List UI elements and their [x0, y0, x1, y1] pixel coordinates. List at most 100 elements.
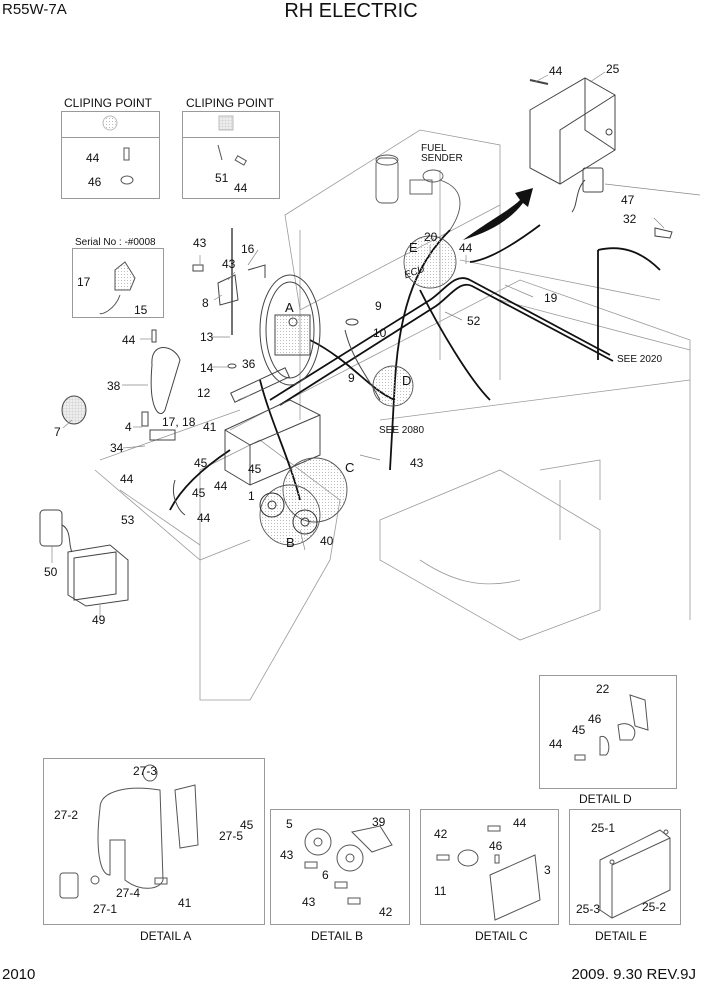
callout: 47 — [621, 193, 635, 207]
callout: 9 — [375, 299, 382, 313]
callout: 44 — [122, 333, 136, 347]
callout: 46 — [588, 712, 602, 726]
detail-circles — [259, 235, 457, 546]
detail-a-caption: DETAIL A — [140, 929, 192, 943]
callout: 41 — [203, 420, 217, 434]
callout: 44 — [459, 241, 473, 255]
detail-marker-a: A — [285, 300, 294, 315]
callout: 44 — [549, 64, 563, 78]
callout: 20 — [424, 230, 438, 244]
callout: 27-2 — [54, 808, 79, 822]
divider — [62, 137, 159, 138]
callout: 45 — [240, 818, 254, 832]
callout: 44 — [549, 737, 563, 751]
callout: 7 — [54, 425, 61, 439]
clipping-point-box-1 — [61, 111, 160, 199]
detail-d-box — [539, 675, 677, 789]
callout: 5 — [286, 817, 293, 831]
callout: 51 — [215, 171, 229, 185]
machine-frame-outline — [94, 129, 691, 701]
callout: 9 — [348, 371, 355, 385]
callout: 45 — [194, 456, 208, 470]
callout: 40 — [320, 534, 334, 548]
callout: 43 — [302, 895, 316, 909]
detail-b-drawing — [304, 825, 393, 905]
callout: 1 — [248, 489, 255, 503]
callout: 39 — [372, 815, 386, 829]
detail-marker-d: D — [402, 373, 412, 388]
callout: 44 — [234, 181, 248, 195]
see-2020-reference: SEE 2020 — [617, 354, 663, 365]
clip-drawings — [99, 115, 248, 315]
callout: 27-5 — [219, 829, 244, 843]
battery-drawing — [224, 367, 321, 486]
callout: 34 — [110, 441, 124, 455]
callout: 25-3 — [576, 902, 601, 916]
callout: 53 — [121, 513, 135, 527]
detail-c-box — [420, 809, 559, 925]
callout: 22 — [596, 682, 610, 696]
cover-25-drawing — [529, 77, 673, 239]
callout: 25-2 — [642, 900, 667, 914]
horn-drawing — [259, 492, 318, 535]
detail-marker-b: B — [286, 535, 295, 550]
callout: 11 — [434, 884, 447, 898]
callout: 25 — [606, 62, 620, 76]
callout: 36 — [242, 357, 256, 371]
callout: 15 — [134, 303, 148, 317]
callout: 52 — [467, 314, 481, 328]
callout: 38 — [107, 379, 121, 393]
callout: 43 — [222, 257, 236, 271]
page-title: RH ELECTRIC — [284, 0, 418, 22]
callout: 42 — [434, 827, 448, 841]
serial-box — [72, 248, 164, 318]
callout: 17, 18 — [162, 415, 196, 429]
callout: 16 — [241, 242, 255, 256]
callout: 49 — [92, 613, 106, 627]
hardware-drawing — [141, 228, 266, 516]
fuel-sender-label-2: SENDER — [421, 153, 463, 164]
detail-e-caption: DETAIL E — [595, 929, 648, 943]
detail-a-box — [43, 758, 265, 925]
model-number: R55W-7A — [2, 1, 67, 18]
washer-tank-drawing — [259, 274, 381, 401]
revision-date: 2009. 9.30 REV.9J — [571, 966, 696, 983]
callout: 50 — [44, 565, 58, 579]
detail-d-drawing — [574, 694, 649, 761]
callout: 19 — [544, 291, 558, 305]
callout: 45 — [192, 486, 206, 500]
callout: 27-3 — [133, 764, 158, 778]
callout: 44 — [86, 151, 100, 165]
callout: 44 — [513, 816, 527, 830]
callout: 25-1 — [591, 821, 616, 835]
callout: 44 — [197, 511, 211, 525]
detail-marker-e: E — [409, 240, 418, 255]
callout: 45 — [248, 462, 262, 476]
callout: 44 — [214, 479, 228, 493]
callout: 4 — [125, 420, 132, 434]
fuel-sender-drawing — [375, 154, 461, 231]
callout: 13 — [200, 330, 214, 344]
callout: 10 — [373, 326, 387, 340]
callout: 17 — [77, 275, 91, 289]
detail-c-drawing — [436, 825, 541, 921]
reflector-7-drawing — [61, 395, 87, 425]
callout: 8 — [202, 296, 209, 310]
callout: 27-4 — [116, 886, 141, 900]
page-number: 2010 — [2, 966, 36, 983]
clipping-point-title-1: CLIPING POINT — [64, 96, 153, 110]
direction-arrow — [463, 188, 533, 240]
callout: 41 — [178, 896, 192, 910]
callout: 12 — [197, 386, 211, 400]
fuel-sender-label-1: FUEL — [421, 143, 447, 154]
callout: 43 — [410, 456, 424, 470]
callout: 43 — [280, 848, 294, 862]
leader-lines — [51, 71, 701, 618]
divider — [183, 137, 279, 138]
detail-b-caption: DETAIL B — [311, 929, 364, 943]
callout: 42 — [379, 905, 393, 919]
callout: 44 — [120, 472, 134, 486]
hose-38-drawing — [150, 347, 181, 415]
callout: 32 — [623, 212, 637, 226]
